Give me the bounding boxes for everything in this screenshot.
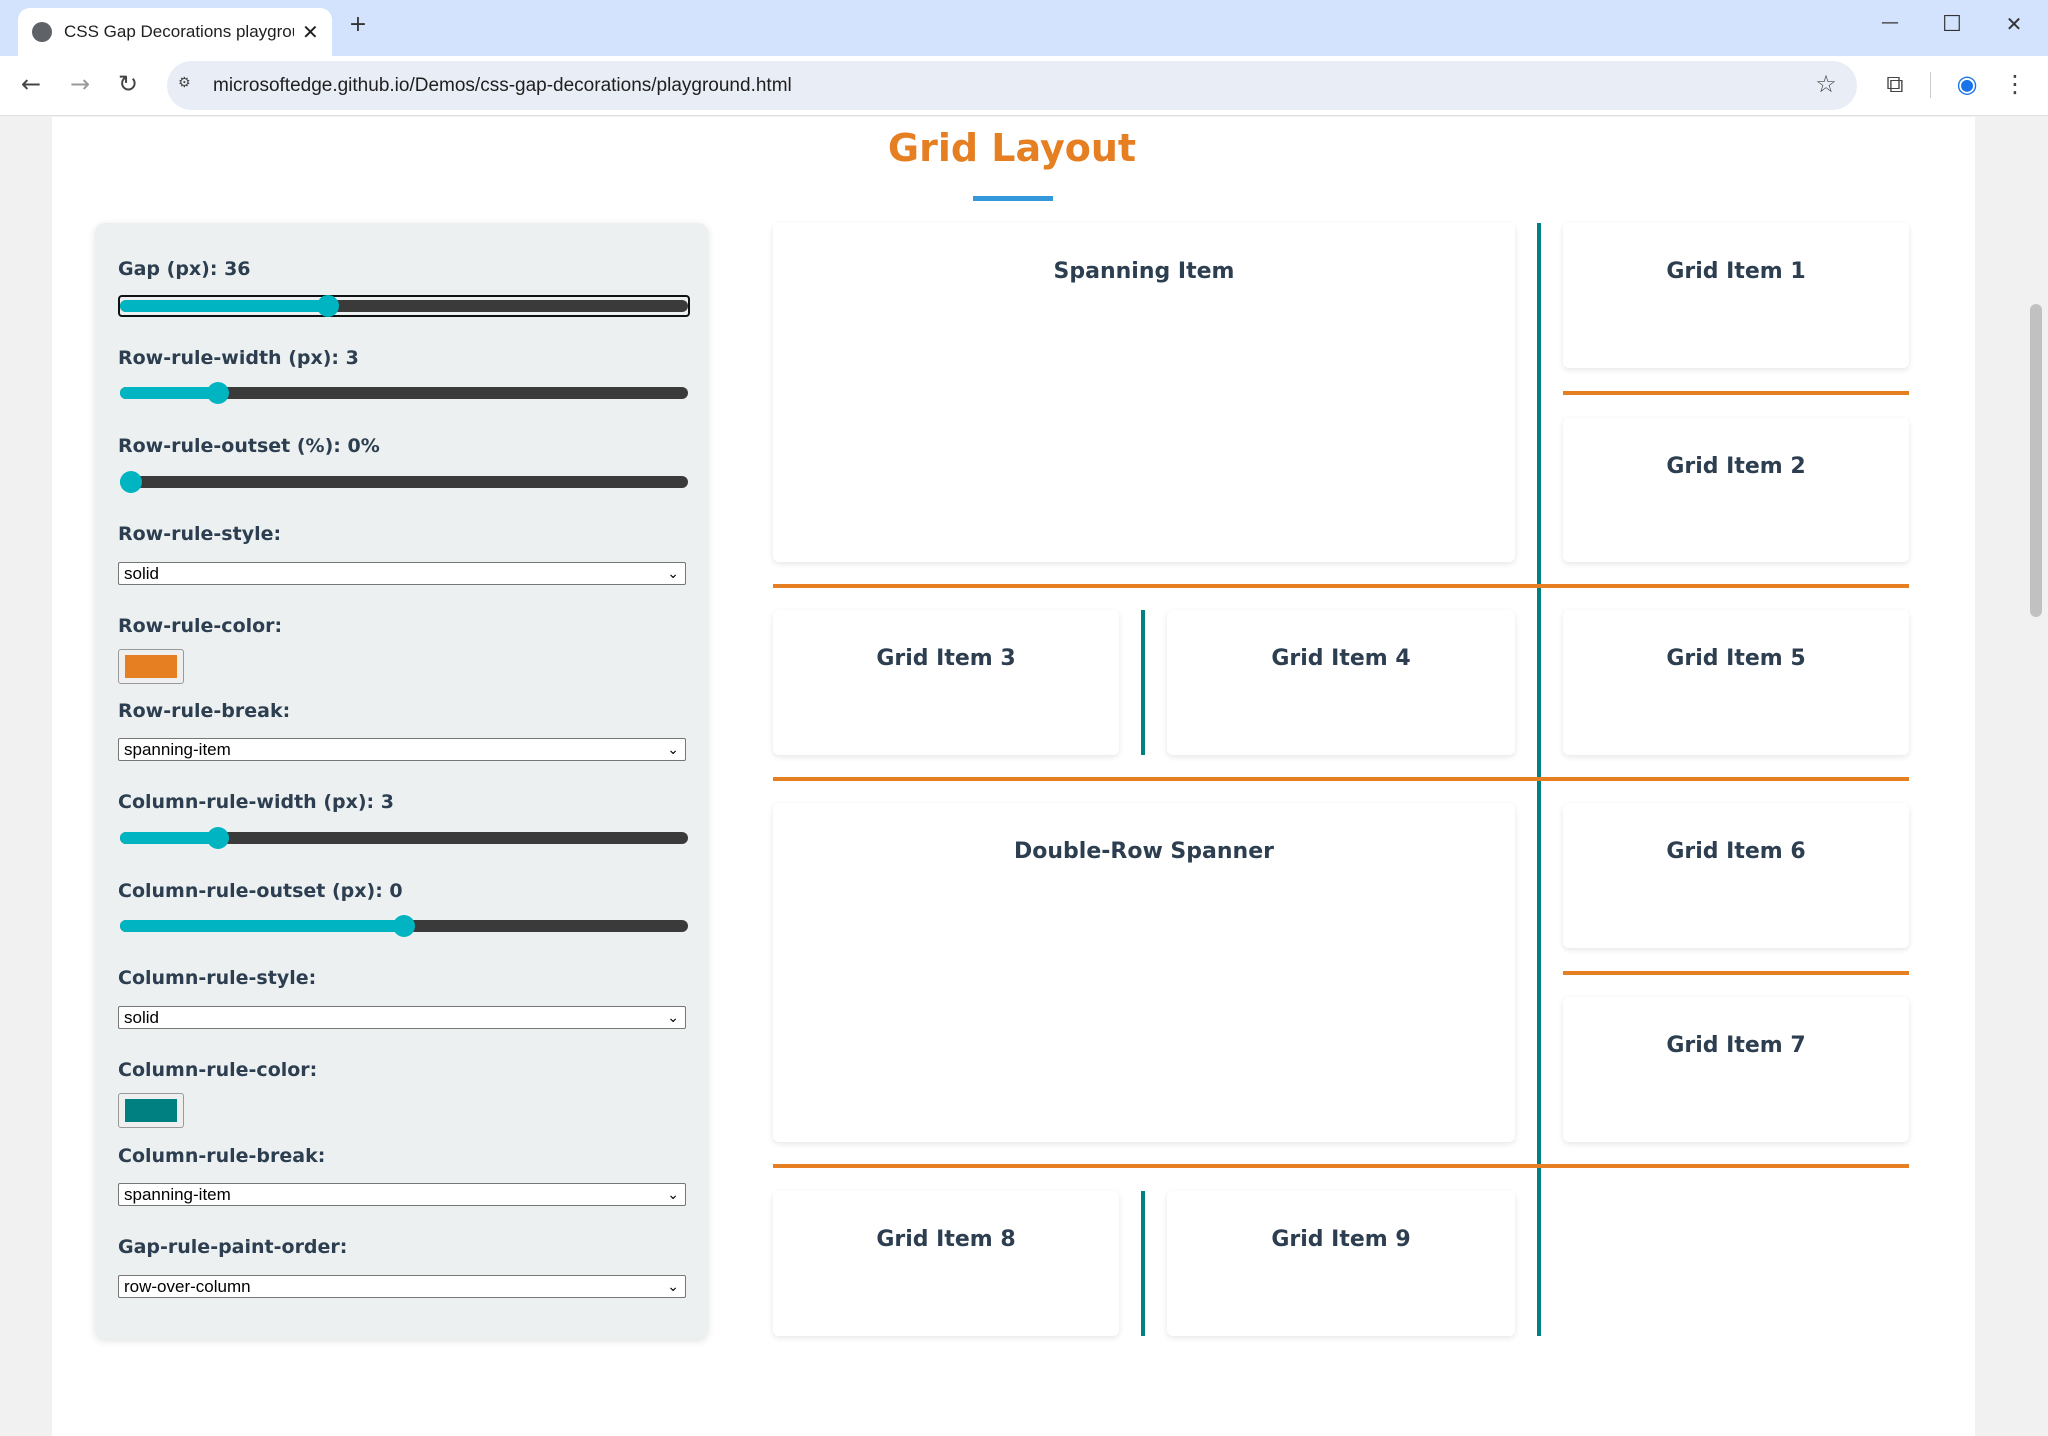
column-rule-outset-label: Column-rule-outset (px): 0 — [118, 880, 403, 902]
window-close-button[interactable]: ✕ — [2005, 12, 2023, 36]
column-rule-width-label: Column-rule-width (px): 3 — [118, 791, 394, 813]
site-info-icon[interactable]: ⚙ — [178, 75, 191, 91]
chevron-down-icon: ⌄ — [667, 1278, 679, 1294]
row-rule-color-picker[interactable] — [118, 649, 184, 684]
reload-icon[interactable]: ↻ — [117, 70, 139, 98]
column-rule-break-select[interactable]: spanning-item ⌄ — [118, 1183, 686, 1206]
row-rule — [773, 584, 1909, 588]
row-rule — [1563, 391, 1909, 395]
chevron-down-icon: ⌄ — [667, 741, 679, 757]
row-rule-width-label: Row-rule-width (px): 3 — [118, 347, 359, 369]
row-rule-break-label: Row-rule-break: — [118, 700, 291, 722]
back-icon[interactable]: ← — [20, 70, 42, 98]
slider-thumb[interactable] — [120, 471, 142, 493]
row-rule-outset-label: Row-rule-outset (%): 0% — [118, 435, 380, 457]
close-tab-icon[interactable]: ✕ — [302, 21, 319, 44]
column-rule-width-slider[interactable] — [120, 827, 688, 849]
row-rule-color-label: Row-rule-color: — [118, 615, 283, 637]
address-bar[interactable]: microsoftedge.github.io/Demos/css-gap-de… — [167, 61, 1857, 110]
row-rule-outset-slider[interactable] — [120, 471, 688, 493]
minimize-button[interactable]: — — [1881, 12, 1899, 33]
column-rule — [1141, 610, 1145, 755]
column-rule-break-label: Column-rule-break: — [118, 1145, 326, 1167]
tab-strip — [0, 0, 2048, 56]
grid-item-7: Grid Item 7 — [1563, 997, 1909, 1142]
gap-rule-paint-order-label: Gap-rule-paint-order: — [118, 1236, 348, 1258]
column-rule-style-label: Column-rule-style: — [118, 967, 317, 989]
maximize-button[interactable]: ☐ — [1942, 12, 1962, 37]
gap-label: Gap (px): 36 — [118, 258, 251, 280]
focus-outline — [118, 295, 690, 317]
tab-title: CSS Gap Decorations playground — [64, 22, 294, 41]
slider-thumb[interactable] — [316, 295, 339, 317]
toolbar-divider — [1930, 72, 1931, 98]
column-rule-color-picker[interactable] — [118, 1093, 184, 1128]
grid-item-9: Grid Item 9 — [1167, 1191, 1515, 1336]
chevron-down-icon: ⌄ — [667, 1186, 679, 1202]
row-rule — [1563, 971, 1909, 975]
profile-icon[interactable]: ◉ — [1956, 70, 1978, 98]
star-icon[interactable]: ☆ — [1815, 70, 1837, 98]
select-value: solid — [124, 564, 159, 583]
color-swatch — [125, 1099, 177, 1122]
grid-item-6: Grid Item 6 — [1563, 803, 1909, 948]
row-rule-break-select[interactable]: spanning-item ⌄ — [118, 738, 686, 761]
gap-rule-paint-order-select[interactable]: row-over-column ⌄ — [118, 1275, 686, 1298]
slider-thumb[interactable] — [393, 915, 415, 937]
grid-item-double-row-spanner: Double-Row Spanner — [773, 803, 1515, 1142]
grid-item-3: Grid Item 3 — [773, 610, 1119, 755]
chevron-down-icon: ⌄ — [667, 565, 679, 581]
extensions-icon[interactable]: ⧉ — [1886, 70, 1904, 98]
slider-thumb[interactable] — [207, 382, 230, 404]
select-value: row-over-column — [124, 1277, 251, 1296]
color-swatch — [125, 655, 177, 678]
select-value: solid — [124, 1008, 159, 1027]
grid-item-1: Grid Item 1 — [1563, 223, 1909, 368]
select-value: spanning-item — [124, 740, 231, 759]
column-rule — [1141, 1191, 1145, 1336]
grid-item-8: Grid Item 8 — [773, 1191, 1119, 1336]
forward-icon[interactable]: → — [69, 70, 91, 98]
controls-panel — [95, 223, 708, 1339]
gap-slider[interactable] — [120, 295, 688, 317]
column-rule-outset-slider[interactable] — [120, 915, 688, 937]
browser-tab[interactable]: CSS Gap Decorations playground ✕ — [18, 8, 332, 56]
grid-item-2: Grid Item 2 — [1563, 418, 1909, 562]
column-rule-color-label: Column-rule-color: — [118, 1059, 318, 1081]
page-title: Grid Layout — [887, 126, 1137, 170]
title-underline — [973, 196, 1053, 201]
row-rule-style-label: Row-rule-style: — [118, 523, 282, 545]
grid-item-4: Grid Item 4 — [1167, 610, 1515, 755]
row-rule-width-slider[interactable] — [120, 382, 688, 404]
grid-item-spanning: Spanning Item — [773, 223, 1515, 562]
row-rule — [773, 1164, 1909, 1168]
globe-icon — [32, 22, 52, 42]
slider-thumb[interactable] — [207, 827, 230, 849]
row-rule — [773, 777, 1909, 781]
row-rule-style-select[interactable]: solid ⌄ — [118, 562, 686, 585]
menu-icon[interactable]: ⋮ — [2003, 70, 2027, 98]
select-value: spanning-item — [124, 1185, 231, 1204]
new-tab-button[interactable]: + — [348, 12, 368, 37]
chevron-down-icon: ⌄ — [667, 1009, 679, 1025]
column-rule-style-select[interactable]: solid ⌄ — [118, 1006, 686, 1029]
url-text: microsoftedge.github.io/Demos/css-gap-de… — [213, 74, 792, 96]
grid-item-5: Grid Item 5 — [1563, 610, 1909, 755]
scrollbar-thumb[interactable] — [2030, 304, 2042, 617]
